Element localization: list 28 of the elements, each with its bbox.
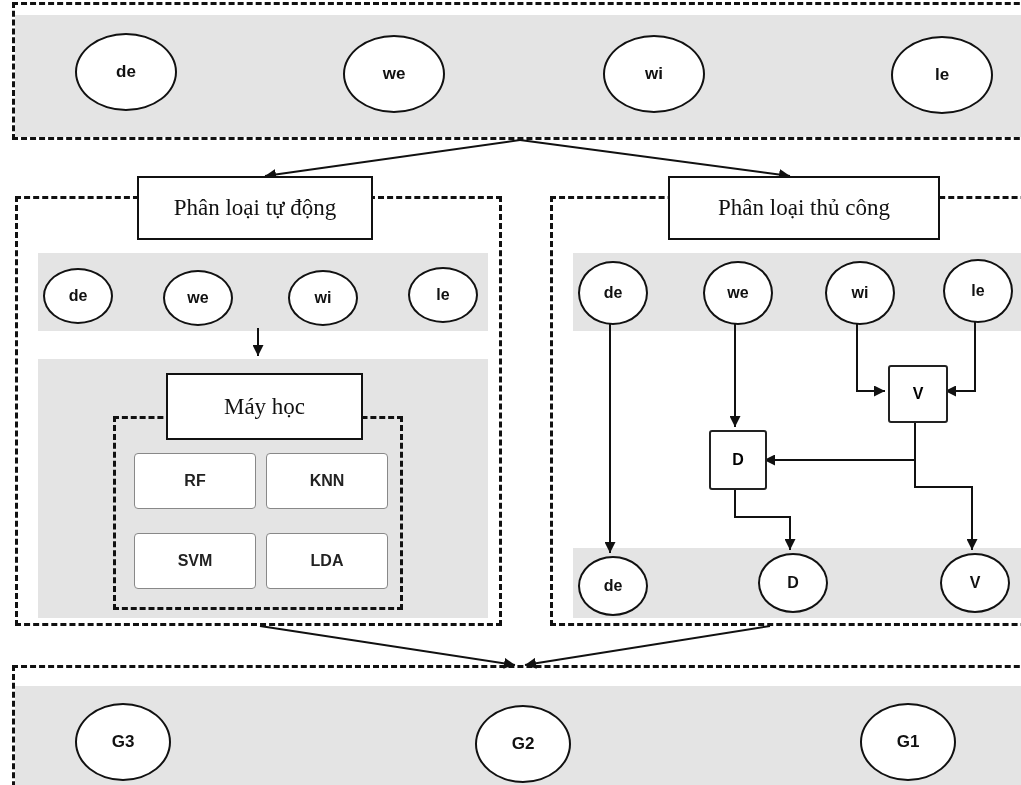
dashed-region — [12, 665, 1021, 785]
shaded-band — [573, 548, 1021, 618]
process-box: D — [709, 430, 767, 490]
circle-node: we — [703, 261, 773, 325]
circle-node: we — [163, 270, 233, 326]
process-box: V — [888, 365, 948, 423]
circle-node: wi — [825, 261, 895, 325]
algorithm-box: RF — [134, 453, 256, 509]
circle-node: de — [578, 556, 648, 616]
group-title: Máy học — [166, 373, 363, 440]
arrow — [252, 327, 264, 357]
shaded-band — [38, 253, 488, 331]
arrow — [259, 625, 516, 669]
circle-node: wi — [288, 270, 358, 326]
shaded-band — [573, 253, 1021, 331]
circle-node: le — [943, 259, 1013, 323]
algorithm-box: KNN — [266, 453, 388, 509]
circle-node: de — [578, 261, 648, 325]
group-title: Phân loại thủ công — [668, 176, 940, 240]
arrow — [524, 625, 771, 669]
circle-node: le — [408, 267, 478, 323]
group-title: Phân loại tự động — [137, 176, 373, 240]
circle-node: D — [758, 553, 828, 613]
algorithm-box: LDA — [266, 533, 388, 589]
shaded-band — [38, 359, 488, 618]
algorithm-box: SVM — [134, 533, 256, 589]
circle-node: de — [43, 268, 113, 324]
circle-node: V — [940, 553, 1010, 613]
